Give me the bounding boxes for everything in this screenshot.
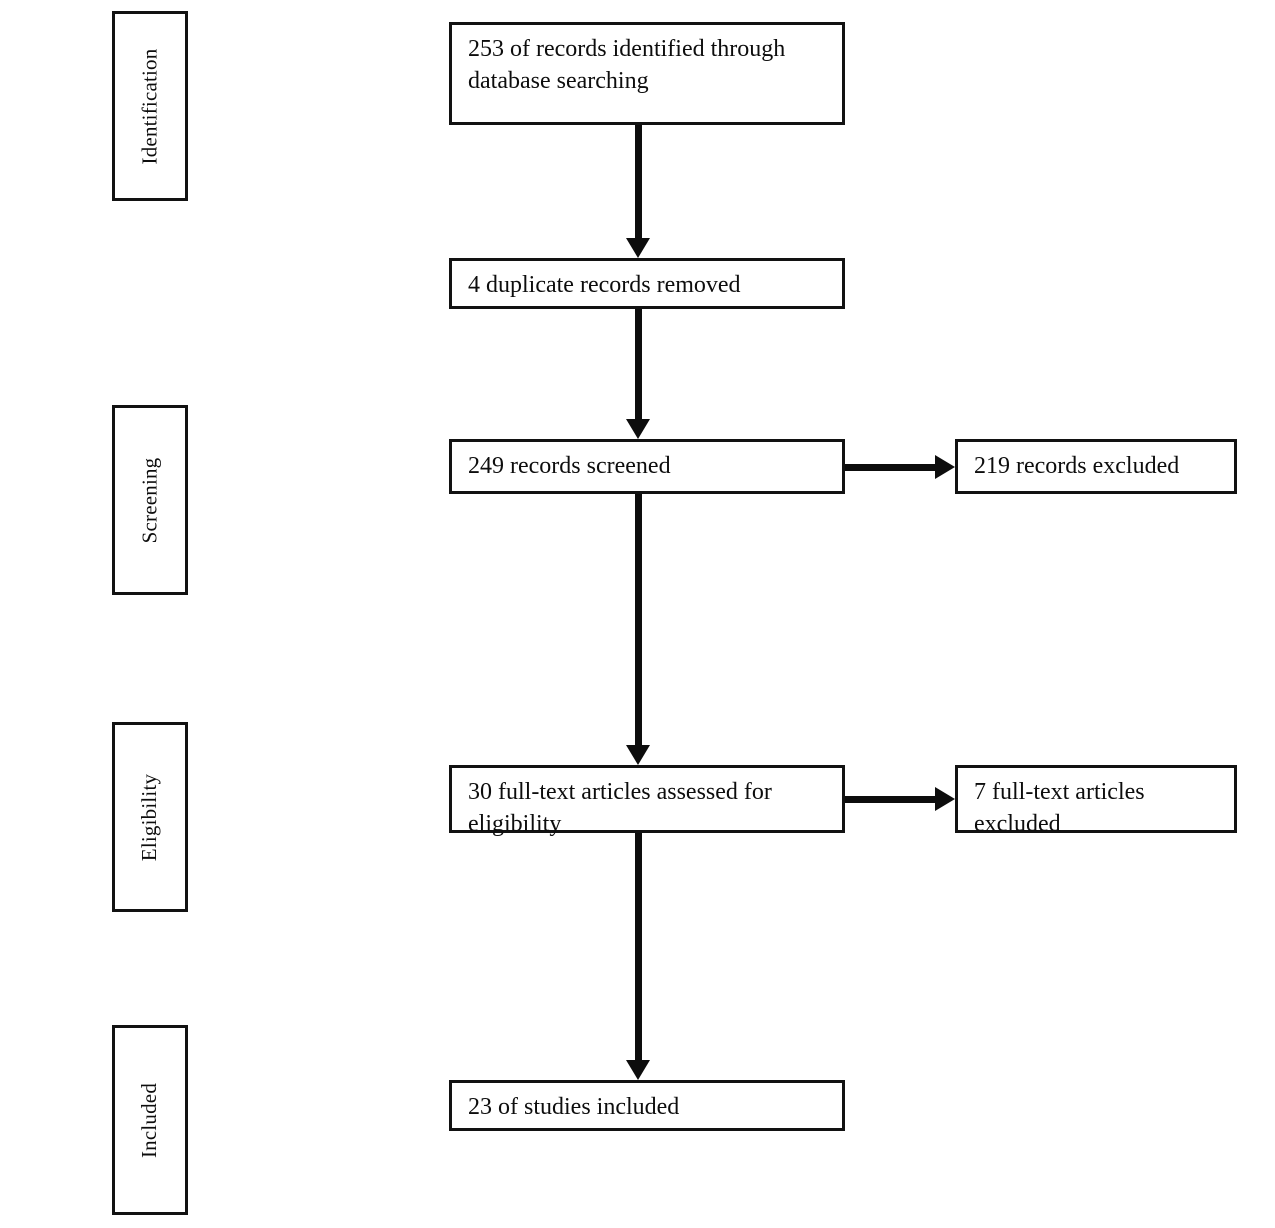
flow-box-studies-included-text: 23 of studies included — [468, 1094, 680, 1120]
arrow-head — [935, 455, 955, 479]
stage-label-eligibility: Eligibility — [137, 773, 162, 861]
flow-box-records-screened: 249 records screened — [449, 439, 845, 494]
flow-box-full-text-assessed-text: 30 full-text articles assessed for eligi… — [468, 779, 772, 837]
arrow-shaft — [634, 309, 642, 421]
arrow-head — [626, 1060, 650, 1080]
arrow-head — [626, 238, 650, 258]
stage-box-screening: Screening — [112, 405, 188, 595]
arrow-identified-to-duplicates — [614, 125, 662, 258]
stage-label-screening: Screening — [137, 457, 162, 543]
arrow-screened-to-records-excluded — [845, 443, 955, 491]
flow-box-duplicates-removed-text: 4 duplicate records removed — [468, 272, 741, 298]
stage-box-included: Included — [112, 1025, 188, 1215]
flow-box-full-text-excluded-text: 7 full-text articles excluded — [974, 779, 1145, 837]
arrow-head — [626, 745, 650, 765]
arrow-shaft — [634, 494, 642, 747]
arrow-head — [935, 787, 955, 811]
arrow-shaft — [634, 833, 642, 1062]
flow-box-full-text-excluded: 7 full-text articles excluded — [955, 765, 1237, 837]
flow-box-records-screened-text: 249 records screened — [468, 453, 671, 479]
arrow-duplicates-to-screened — [614, 309, 662, 439]
stage-box-eligibility: Eligibility — [112, 722, 188, 912]
arrow-full-text-to-full-text-excluded — [845, 775, 955, 823]
arrow-head — [626, 419, 650, 439]
flow-box-duplicates-removed: 4 duplicate records removed — [449, 258, 845, 309]
stage-label-identification: Identification — [137, 48, 162, 164]
arrow-full-text-to-included — [614, 833, 662, 1080]
flow-box-records-identified-text: 253 of records identified through databa… — [468, 36, 786, 94]
stage-label-included: Included — [137, 1082, 162, 1158]
flow-box-records-excluded: 219 records excluded — [955, 439, 1237, 494]
arrow-shaft — [634, 125, 642, 240]
arrow-shaft — [845, 463, 941, 471]
flow-box-records-identified: 253 of records identified through databa… — [449, 22, 845, 125]
flow-box-full-text-assessed: 30 full-text articles assessed for eligi… — [449, 765, 845, 837]
flow-box-records-excluded-text: 219 records excluded — [974, 453, 1180, 479]
stage-box-identification: Identification — [112, 11, 188, 201]
arrow-screened-to-full-text — [614, 494, 662, 765]
flow-box-studies-included: 23 of studies included — [449, 1080, 845, 1131]
arrow-shaft — [845, 795, 941, 803]
